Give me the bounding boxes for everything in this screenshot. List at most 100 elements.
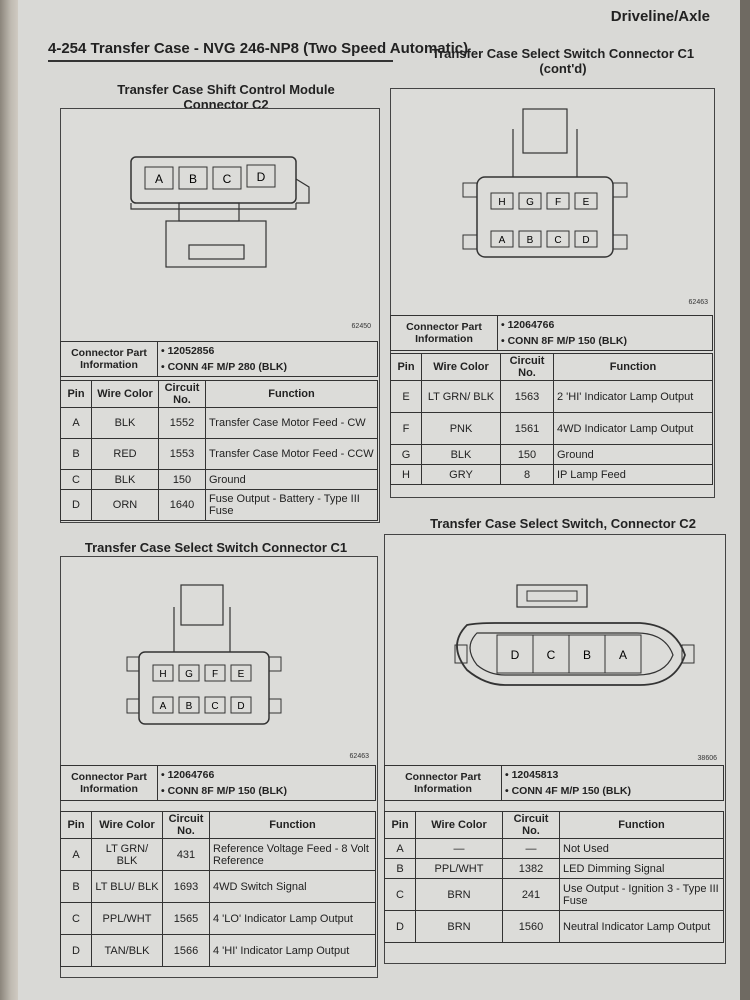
tcss-c1-contd-cavity-h: H bbox=[490, 192, 514, 210]
tcss-c1-contd-cavity-a: A bbox=[490, 230, 514, 248]
table-row: H GRY 8 IP Lamp Feed bbox=[390, 464, 713, 485]
tcss-c1-contd-panel: H G F E A B C D 62463 Connector Part Inf… bbox=[390, 88, 715, 498]
wire-color-cell: GRY bbox=[421, 464, 501, 485]
function-cell: 4WD Indicator Lamp Output bbox=[553, 412, 713, 445]
cavity-label: C bbox=[554, 235, 561, 246]
circuit-cell: 1693 bbox=[162, 870, 210, 903]
cavity-label: A bbox=[160, 701, 167, 712]
pin-cell: F bbox=[390, 412, 422, 445]
tcss-c1-cavity-d: D bbox=[230, 696, 252, 714]
function-header: Function bbox=[209, 811, 376, 839]
tcss-c1-contd-cavity-g: G bbox=[518, 192, 542, 210]
circuit-cell: 1640 bbox=[158, 489, 206, 521]
tcss-c1-contd-cavity-f: F bbox=[546, 192, 570, 210]
circuit-cell: 1565 bbox=[162, 902, 210, 935]
pin-cell: C bbox=[60, 469, 92, 490]
tcss-c1-cavity-b: B bbox=[178, 696, 200, 714]
tcss-c2-cavity-c: C bbox=[532, 634, 570, 674]
pin-cell: B bbox=[384, 858, 416, 879]
tcsm-c2-cavity-b: B bbox=[178, 166, 208, 190]
function-cell: IP Lamp Feed bbox=[553, 464, 713, 485]
wire-color-cell: BLK bbox=[91, 469, 159, 490]
part-info-values: • 12064766 • CONN 8F M/P 150 (BLK) bbox=[497, 315, 713, 351]
table-header-row: Pin Wire Color Circuit No. Function bbox=[390, 353, 713, 381]
cavity-label: B bbox=[583, 648, 591, 662]
table-header-row: Pin Wire Color Circuit No. Function bbox=[384, 811, 724, 839]
circuit-no-header: Circuit No. bbox=[158, 380, 206, 408]
tcss-c2-figure-number: 38606 bbox=[697, 755, 717, 762]
part-info-values: • 12045813 • CONN 4F M/P 150 (BLK) bbox=[501, 765, 724, 801]
part-info-label: Connector Part Information bbox=[384, 765, 502, 801]
circuit-cell: — bbox=[502, 838, 560, 859]
tcss-c1-contd-connector-diagram: H G F E A B C D bbox=[462, 108, 628, 258]
tcss-c1-cavity-a: A bbox=[152, 696, 174, 714]
cavity-label: D bbox=[237, 701, 244, 712]
tcss-c2-pin-table: Pin Wire Color Circuit No. Function A — … bbox=[384, 811, 724, 943]
pin-header: Pin bbox=[390, 353, 422, 381]
tcss-c1-figure-number: 62463 bbox=[349, 753, 369, 760]
cavity-label: E bbox=[583, 197, 590, 208]
tcss-c2-cavity-d: D bbox=[496, 634, 534, 674]
wire-color-cell: BRN bbox=[415, 878, 503, 911]
function-cell: Ground bbox=[205, 469, 378, 490]
pin-cell: A bbox=[60, 407, 92, 439]
tcss-c1-contd-part-info-table: Connector Part Information • 12064766 • … bbox=[390, 315, 713, 351]
table-row: A — — Not Used bbox=[384, 838, 724, 859]
wire-color-header: Wire Color bbox=[91, 811, 163, 839]
tcss-c1-contd-cavity-b: B bbox=[518, 230, 542, 248]
page-title: 4-254 Transfer Case - NVG 246-NP8 (Two S… bbox=[48, 40, 469, 57]
wire-color-header: Wire Color bbox=[415, 811, 503, 839]
function-header: Function bbox=[559, 811, 724, 839]
wire-color-cell: LT BLU/ BLK bbox=[91, 870, 163, 903]
pin-cell: D bbox=[60, 489, 92, 521]
circuit-no-header: Circuit No. bbox=[162, 811, 210, 839]
tcss-c1-contd-cavity-c: C bbox=[546, 230, 570, 248]
table-row: C PPL/WHT 1565 4 'LO' Indicator Lamp Out… bbox=[60, 902, 376, 935]
part-info-label: Connector Part Information bbox=[60, 765, 158, 801]
table-row: A BLK 1552 Transfer Case Motor Feed - CW bbox=[60, 407, 378, 439]
table-row: E LT GRN/ BLK 1563 2 'HI' Indicator Lamp… bbox=[390, 380, 713, 413]
wire-color-cell: LT GRN/ BLK bbox=[91, 838, 163, 871]
tcsm-c2-panel: A B C D 62450 Connector Part Information… bbox=[60, 108, 380, 523]
tcsm-c2-cavity-d: D bbox=[246, 164, 276, 188]
pin-cell: H bbox=[390, 464, 422, 485]
function-header: Function bbox=[553, 353, 713, 381]
book-binding-edge bbox=[0, 0, 18, 1000]
circuit-cell: 8 bbox=[500, 464, 554, 485]
table-row: C BRN 241 Use Output - Ignition 3 - Type… bbox=[384, 878, 724, 911]
circuit-no-header: Circuit No. bbox=[500, 353, 554, 381]
wire-color-header: Wire Color bbox=[421, 353, 501, 381]
function-cell: Transfer Case Motor Feed - CW bbox=[205, 407, 378, 439]
pin-cell: D bbox=[60, 934, 92, 967]
tcss-c1-cavity-f: F bbox=[204, 664, 226, 682]
wire-color-cell: ORN bbox=[91, 489, 159, 521]
pin-cell: A bbox=[384, 838, 416, 859]
cavity-label: A bbox=[499, 235, 506, 246]
cavity-label: C bbox=[211, 701, 218, 712]
tcsm-c2-cavity-a: A bbox=[144, 166, 174, 190]
table-header-row: Pin Wire Color Circuit No. Function bbox=[60, 380, 378, 408]
connector-type: • CONN 8F M/P 150 (BLK) bbox=[501, 335, 627, 347]
pin-header: Pin bbox=[60, 811, 92, 839]
part-number: • 12064766 bbox=[501, 319, 555, 331]
pin-header: Pin bbox=[384, 811, 416, 839]
table-row: D ORN 1640 Fuse Output - Battery - Type … bbox=[60, 489, 378, 521]
tcss-c1-pin-table: Pin Wire Color Circuit No. Function A LT… bbox=[60, 811, 376, 967]
wire-color-cell: BRN bbox=[415, 910, 503, 943]
tcss-c2-cavity-a: A bbox=[604, 634, 642, 674]
part-number: • 12064766 bbox=[161, 769, 215, 781]
function-cell: 2 'HI' Indicator Lamp Output bbox=[553, 380, 713, 413]
tcss-c1-connector-diagram: H G F E A B C D bbox=[126, 584, 282, 725]
pin-cell: G bbox=[390, 444, 422, 465]
table-row: D BRN 1560 Neutral Indicator Lamp Output bbox=[384, 910, 724, 943]
tcss-c1-panel: H G F E A B C D 62463 Connector Part Inf… bbox=[60, 556, 378, 978]
cavity-label: D bbox=[582, 235, 589, 246]
pin-header: Pin bbox=[60, 380, 92, 408]
function-cell: Neutral Indicator Lamp Output bbox=[559, 910, 724, 943]
part-number: • 12052856 bbox=[161, 345, 215, 357]
connector-type: • CONN 8F M/P 150 (BLK) bbox=[161, 785, 287, 797]
cavity-label: G bbox=[526, 197, 534, 208]
tcss-c2-part-info-table: Connector Part Information • 12045813 • … bbox=[384, 765, 724, 801]
wire-color-cell: BLK bbox=[91, 407, 159, 439]
tcsm-c2-cavity-c: C bbox=[212, 166, 242, 190]
